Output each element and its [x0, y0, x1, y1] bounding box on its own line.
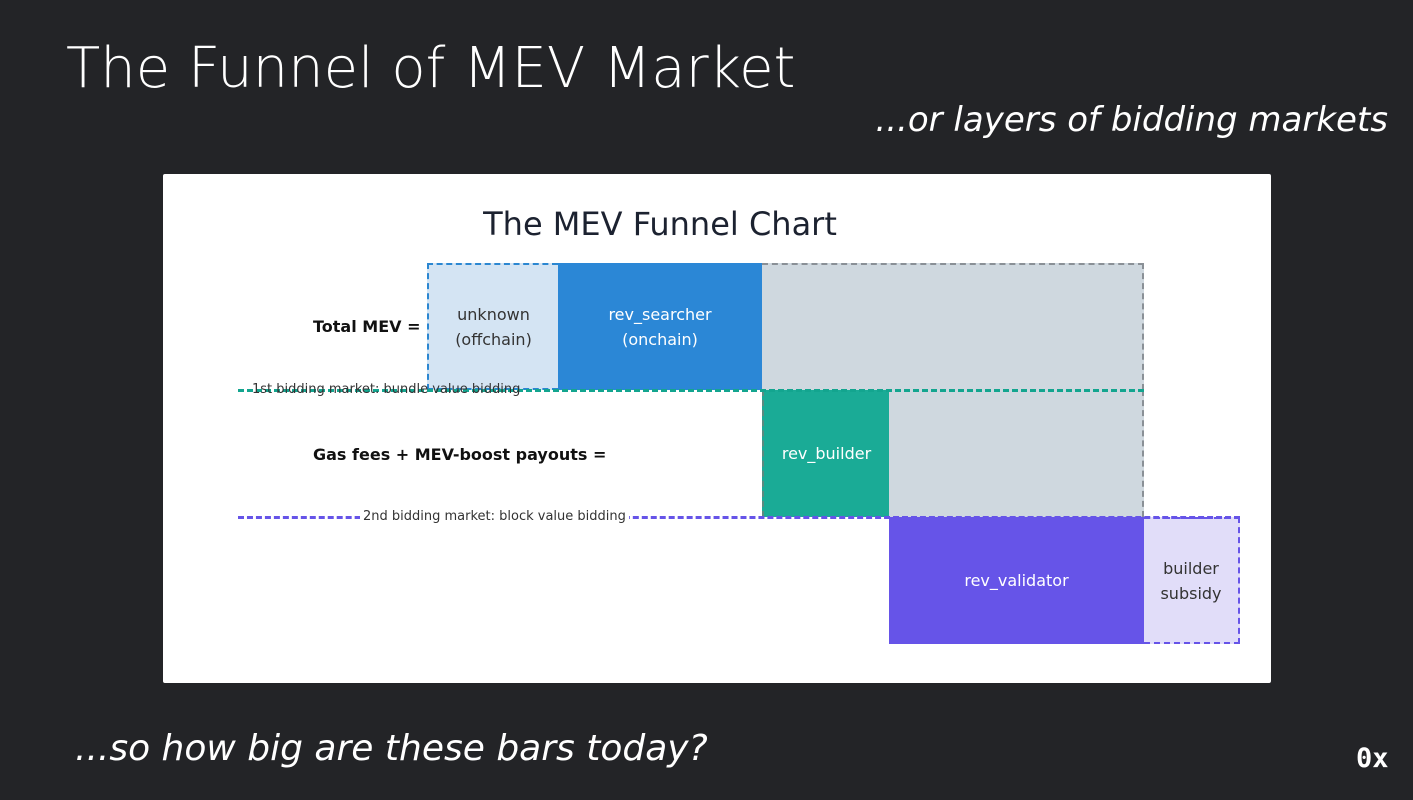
rev-builder-label: rev_builder — [781, 444, 872, 463]
bottom-question: ...so how big are these bars today? — [75, 728, 708, 769]
rev-searcher-line1: rev_searcher — [608, 304, 712, 324]
first-market-label: 1st bidding market: bundle value bidding — [252, 382, 521, 397]
second-market-label: 2nd bidding market: block value bidding — [360, 510, 629, 524]
unknown-line2: (offchain) — [455, 329, 532, 349]
slide-subtitle: ...or layers of bidding markets — [875, 100, 1388, 140]
builder-subsidy-box: builder subsidy — [1144, 517, 1240, 644]
rev-searcher-box: rev_searcher (onchain) — [558, 263, 762, 390]
rev-builder-box: rev_builder — [762, 390, 889, 517]
second-market-line — [238, 516, 1240, 519]
rev-searcher-line2: (onchain) — [622, 329, 698, 349]
builder-subsidy-line1: builder — [1163, 558, 1219, 578]
total-mev-label: Total MEV = — [313, 317, 421, 336]
builder-subsidy-line2: subsidy — [1160, 583, 1222, 603]
unknown-offchain-box: unknown (offchain) — [427, 263, 558, 390]
diagram-title: The MEV Funnel Chart — [483, 205, 837, 243]
0x-logo: 0x — [1356, 743, 1389, 774]
remaining-mid-box — [889, 390, 1144, 517]
rev-validator-box: rev_validator — [889, 517, 1144, 644]
first-market-line — [238, 389, 1144, 392]
gas-fees-label: Gas fees + MEV-boost payouts = — [313, 445, 607, 464]
rev-validator-label: rev_validator — [964, 571, 1069, 590]
remaining-top-box — [762, 263, 1144, 390]
slide-title: The Funnel of MEV Market — [66, 36, 796, 101]
unknown-line1: unknown — [457, 304, 530, 324]
